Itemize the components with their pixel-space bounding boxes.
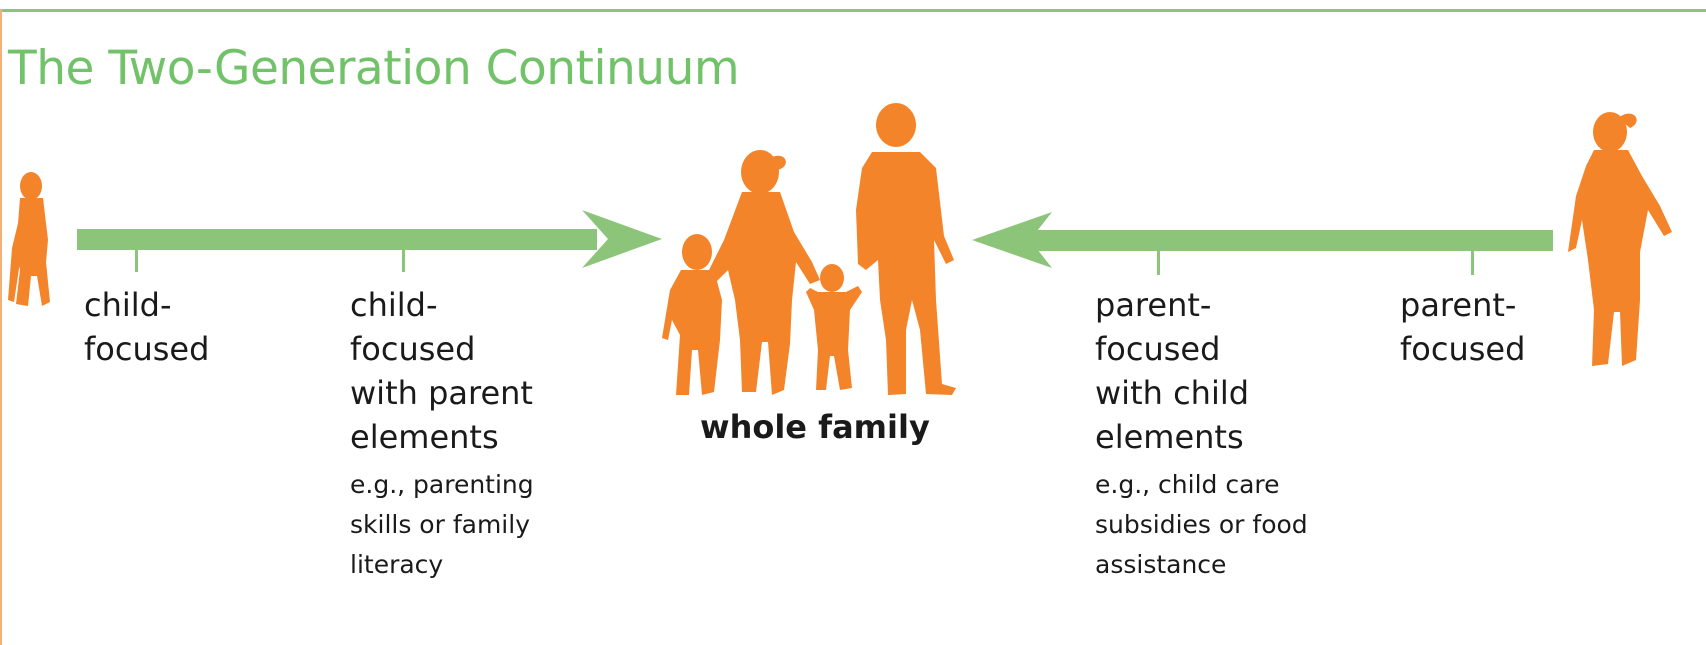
child-silhouette-icon — [8, 172, 50, 306]
parent-silhouette-icon — [1568, 112, 1672, 366]
child-focused-example: e.g., parenting skills or family literac… — [350, 470, 534, 579]
parent-focused-label: parent- focused — [1400, 286, 1526, 368]
tick-parent-focused — [1471, 251, 1474, 275]
tick-parent-focused-with-child — [1157, 251, 1160, 275]
whole-family-label: whole family — [700, 408, 930, 446]
right-arrow — [972, 212, 1553, 275]
child-focused-label: child- focused — [84, 286, 210, 368]
left-divider — [0, 9, 2, 645]
left-arrow — [77, 210, 662, 272]
parent-focused-with-child-label: parent- focused with child elements — [1095, 286, 1250, 456]
child-focused-with-parent-label: child- focused with parent elements — [350, 286, 533, 456]
top-divider — [0, 9, 1706, 12]
slide-title: The Two-Generation Continuum — [8, 41, 740, 96]
family-silhouette-icon — [662, 103, 956, 395]
tick-child-focused — [135, 250, 138, 272]
parent-focused-example: e.g., child care subsidies or food assis… — [1095, 470, 1308, 579]
tick-child-focused-with-parent — [402, 250, 405, 272]
